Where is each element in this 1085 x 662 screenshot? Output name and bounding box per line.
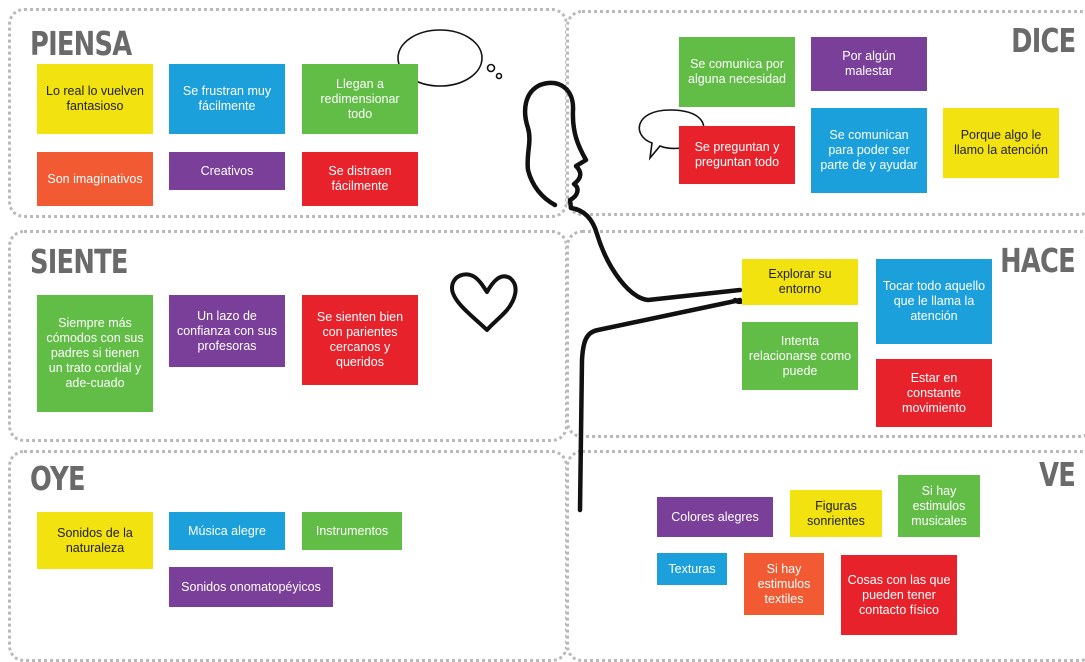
section-title-piensa: PIENSA (30, 24, 132, 63)
section-title-ve: VE (1039, 455, 1076, 494)
note-sonidos-naturaleza: Sonidos de la naturaleza (37, 512, 153, 569)
note-explorar-entorno: Explorar su entorno (742, 259, 858, 305)
note-lo-real: Lo real lo vuelven fantasioso (37, 64, 153, 134)
note-se-distraen: Se distraen fácilmente (302, 152, 418, 206)
note-siempre-mas-comodos: Siempre más cómodos con sus padres si ti… (37, 295, 153, 412)
note-musica-alegre: Música alegre (169, 512, 285, 550)
section-title-oye: OYE (30, 459, 86, 498)
note-si-hay-estimulos-musicales: Si hay estimulos musicales (898, 475, 980, 537)
section-title-dice: DICE (1010, 21, 1076, 60)
thought-bubble-icon (397, 29, 503, 87)
note-un-lazo-confianza: Un lazo de confianza con sus profesoras (169, 295, 285, 367)
note-instrumentos: Instrumentos (302, 512, 402, 550)
note-intenta-relacionarse: Intenta relacionarse como puede (742, 322, 858, 390)
note-por-algun-malestar: Por algún malestar (811, 37, 927, 91)
note-se-comunica-necesidad: Se comunica por alguna necesidad (679, 37, 795, 107)
note-se-comunican-parte: Se comunican para poder ser parte de y a… (811, 108, 927, 193)
note-estar-movimiento: Estar en constante movimiento (876, 359, 992, 427)
note-son-imaginativos: Son imaginativos (37, 152, 153, 206)
section-title-siente: SIENTE (30, 242, 128, 281)
note-tocar-todo: Tocar todo aquello que le llama la atenc… (876, 259, 992, 344)
note-se-preguntan: Se preguntan y preguntan todo (679, 126, 795, 184)
note-porque-algo: Porque algo le llamo la atención (943, 108, 1059, 178)
note-cosas-contacto: Cosas con las que pueden tener contacto … (841, 555, 957, 635)
note-texturas: Texturas (657, 553, 727, 585)
note-se-sienten-bien: Se sienten bien con parientes cercanos y… (302, 295, 418, 385)
note-se-frustran: Se frustran muy fácilmente (169, 64, 285, 134)
section-title-hace: HACE (1000, 241, 1076, 280)
note-sonidos-onomatopeyicos: Sonidos onomatopéyicos (169, 567, 333, 607)
note-si-hay-estimulos-textiles: Si hay estimulos textiles (744, 553, 824, 615)
note-figuras-sonrientes: Figuras sonrientes (790, 490, 882, 537)
note-creativos: Creativos (169, 152, 285, 190)
note-llegan-redimensionar: Llegan a redimensionar todo (302, 64, 418, 134)
note-colores-alegres: Colores alegres (657, 497, 773, 537)
heart-icon (450, 272, 518, 332)
